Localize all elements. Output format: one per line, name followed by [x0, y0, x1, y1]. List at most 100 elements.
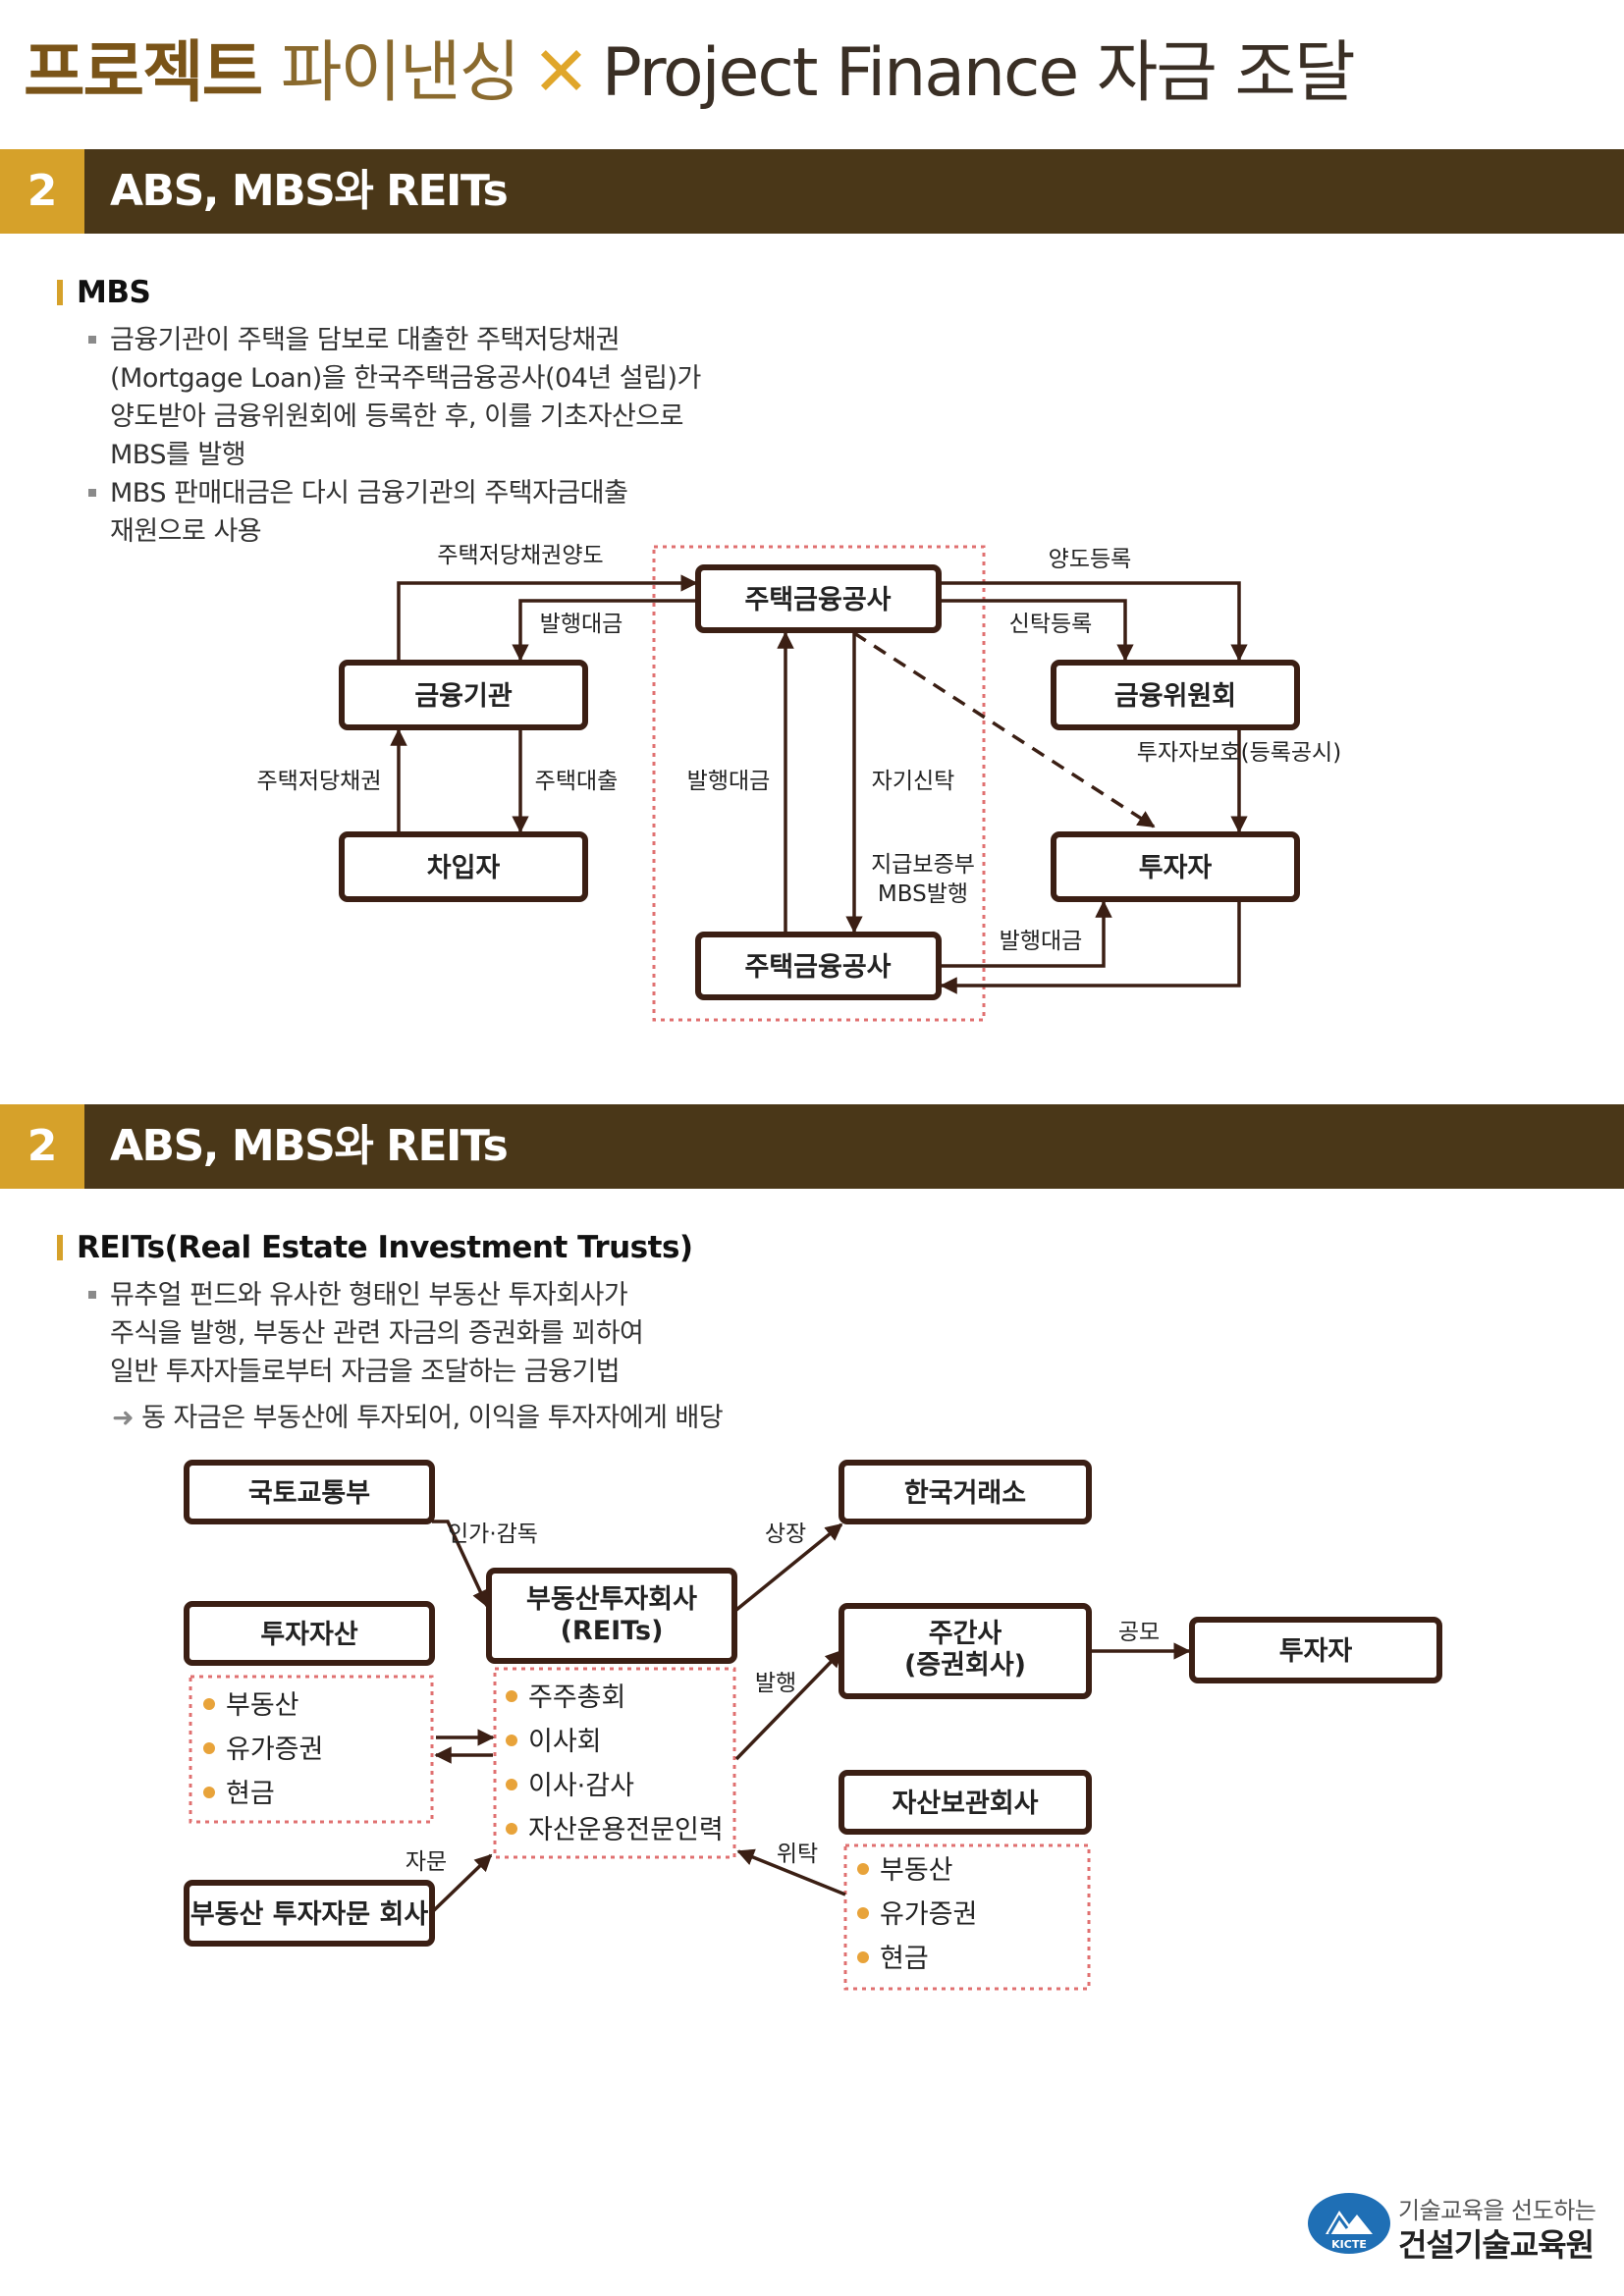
mbs-heading-text: MBS — [77, 275, 151, 310]
box-assets-label: 투자자산 — [260, 1620, 358, 1650]
reits-heading-text: REITs(Real Estate Investment Trusts) — [77, 1230, 693, 1265]
arrow-listing — [734, 1522, 843, 1612]
box-ministry: 국토교통부 — [184, 1460, 435, 1524]
mbs-heading: MBS — [57, 275, 151, 310]
box-custodian: 자산보관회사 — [839, 1770, 1092, 1835]
logo-emblem-text: KICTE — [1331, 2238, 1367, 2251]
title-financing: 파이낸싱 — [280, 34, 520, 112]
box-assets: 투자자산 — [184, 1601, 435, 1666]
label-self-trust: 자기신탁 — [872, 769, 955, 794]
logo-tagline: 기술교육을 선도하는 — [1398, 2197, 1597, 2224]
custodian-dotted-frame — [843, 1843, 1091, 1991]
box-fsc: 금융위원회 — [1051, 660, 1300, 730]
arrow-note-text: 동 자금은 부동산에 투자되어, 이익을 투자자에게 배당 — [141, 1403, 724, 1433]
section-bar-2: 2 ABS, MBS와 REITs — [0, 1104, 1624, 1189]
arrow-transfer-register — [941, 581, 1248, 662]
custodian-item: 현금 — [880, 1944, 929, 1974]
title-project-finance: Project Finance 자금 조달 — [601, 34, 1356, 112]
title-x-icon: ✕ — [532, 31, 590, 112]
arrow-issue-proceeds-1 — [512, 599, 696, 662]
arrow-advice — [430, 1853, 493, 1914]
bullet-line: 재원으로 사용 — [110, 516, 262, 547]
bullet-line: 금융기관이 주택을 담보로 대출한 주택저당채권 — [110, 325, 621, 355]
box-bank-label: 금융기관 — [414, 681, 513, 712]
section-number-1: 2 — [0, 149, 84, 234]
asset-item: 부동산 — [226, 1690, 299, 1721]
label-issue-proceeds-1: 발행대금 — [540, 612, 623, 637]
label-guarantee-2: MBS발행 — [878, 881, 968, 907]
reits-heading: REITs(Real Estate Investment Trusts) — [57, 1230, 693, 1265]
box-corp-top: 주택금융공사 — [695, 564, 942, 633]
box-exchange-label: 한국거래소 — [904, 1478, 1026, 1509]
box-reits: 부동산투자회사 (REITs) — [486, 1568, 737, 1664]
reits-dotted-frame — [493, 1667, 736, 1859]
label-housing-loan: 주택대출 — [535, 769, 619, 794]
label-issue-proceeds-2: 발행대금 — [687, 769, 771, 794]
heading-marker — [57, 280, 63, 305]
box-borrower: 차입자 — [339, 831, 588, 902]
label-public-offer: 공모 — [1118, 1620, 1160, 1645]
arrow-entrust — [736, 1848, 846, 1896]
box-custodian-label: 자산보관회사 — [892, 1789, 1038, 1819]
arrow-dashed-issue — [853, 631, 1156, 828]
box-exchange: 한국거래소 — [839, 1460, 1092, 1524]
label-transfer-register: 양도등록 — [1049, 547, 1132, 572]
box-corp-bottom-label: 주택금융공사 — [744, 952, 891, 983]
corp-dotted-frame — [652, 545, 986, 1022]
box-underwriter: 주간사 (증권회사) — [839, 1603, 1092, 1699]
bullet-line: MBS 판매대금은 다시 금융기관의 주택자금대출 — [110, 478, 628, 508]
box-fsc-label: 금융위원회 — [1114, 681, 1236, 712]
label-transfer-mortgage: 주택저당채권양도 — [437, 543, 603, 568]
box-advisor: 부동산 투자자문 회사 — [184, 1880, 435, 1947]
arrow-issue-proceeds-3 — [941, 900, 1112, 968]
asset-item: 현금 — [226, 1779, 275, 1809]
label-advice: 자문 — [406, 1849, 447, 1875]
kicte-logo-icon: KICTE — [1308, 2193, 1390, 2254]
reits-structure-item: 주주총회 — [528, 1682, 625, 1713]
arrow-transfer-mortgage — [397, 574, 698, 663]
arrow-approval — [432, 1520, 489, 1608]
box-underwriter-label-2: (증권회사) — [904, 1650, 1026, 1681]
box-investor: 투자자 — [1051, 831, 1300, 902]
reits-structure-list: 주주총회 이사회 이사·감사 자산운용전문인력 — [506, 1682, 724, 1845]
box-corp-top-label: 주택금융공사 — [744, 585, 891, 615]
label-entrust: 위탁 — [777, 1842, 818, 1867]
box-corp-bottom: 주택금융공사 — [695, 932, 942, 1000]
bullet-line: 뮤추얼 펀드와 유사한 형태인 부동산 투자회사가 — [110, 1280, 628, 1310]
asset-list: 부동산 유가증권 현금 — [203, 1690, 323, 1809]
reits-bullet-1: 뮤추얼 펀드와 유사한 형태인 부동산 투자회사가 주식을 발행, 부동산 관련… — [88, 1276, 644, 1391]
label-listing: 상장 — [765, 1522, 806, 1547]
box-investor-reits-label: 투자자 — [1279, 1636, 1353, 1667]
square-bullet-icon — [88, 489, 96, 497]
title-project: 프로젝트 — [24, 34, 263, 112]
label-issue: 발행 — [755, 1671, 796, 1696]
custodian-list: 부동산 유가증권 현금 — [857, 1855, 977, 1974]
label-trust-register: 신탁등록 — [1009, 612, 1093, 637]
bullet-line: 일반 투자자들로부터 자금을 조달하는 금융기법 — [110, 1357, 621, 1387]
box-investor-label: 투자자 — [1139, 853, 1213, 883]
mbs-bullet-1: 금융기관이 주택을 담보로 대출한 주택저당채권 (Mortgage Loan)… — [88, 321, 701, 474]
box-reits-label-1: 부동산투자회사 — [526, 1584, 697, 1615]
section-number-2: 2 — [0, 1104, 84, 1189]
box-borrower-label: 차입자 — [427, 853, 501, 883]
section-bar-1: 2 ABS, MBS와 REITs — [0, 149, 1624, 234]
arrow-investor-payment — [940, 899, 1241, 994]
heading-marker — [57, 1235, 63, 1260]
square-bullet-icon — [88, 1291, 96, 1299]
arrow-trust-register — [941, 599, 1134, 662]
label-guarantee-1: 지급보증부 — [871, 852, 975, 878]
label-issue-proceeds-3: 발행대금 — [1000, 929, 1083, 954]
box-advisor-label: 부동산 투자자문 회사 — [190, 1899, 429, 1930]
bullet-line: 주식을 발행, 부동산 관련 자금의 증권화를 꾀하여 — [110, 1318, 644, 1349]
label-approval: 인가·감독 — [448, 1522, 538, 1547]
mbs-bullet-2: MBS 판매대금은 다시 금융기관의 주택자금대출 재원으로 사용 — [88, 474, 628, 551]
asset-item: 유가증권 — [226, 1735, 323, 1765]
custodian-item: 부동산 — [880, 1855, 953, 1886]
section-title-1: ABS, MBS와 REITs — [110, 166, 509, 216]
box-ministry-label: 국토교통부 — [248, 1478, 370, 1509]
logo-org-name: 건설기술교육원 — [1398, 2226, 1595, 2264]
reits-structure-item: 이사회 — [528, 1727, 602, 1757]
box-reits-label-2: (REITs) — [561, 1616, 664, 1646]
